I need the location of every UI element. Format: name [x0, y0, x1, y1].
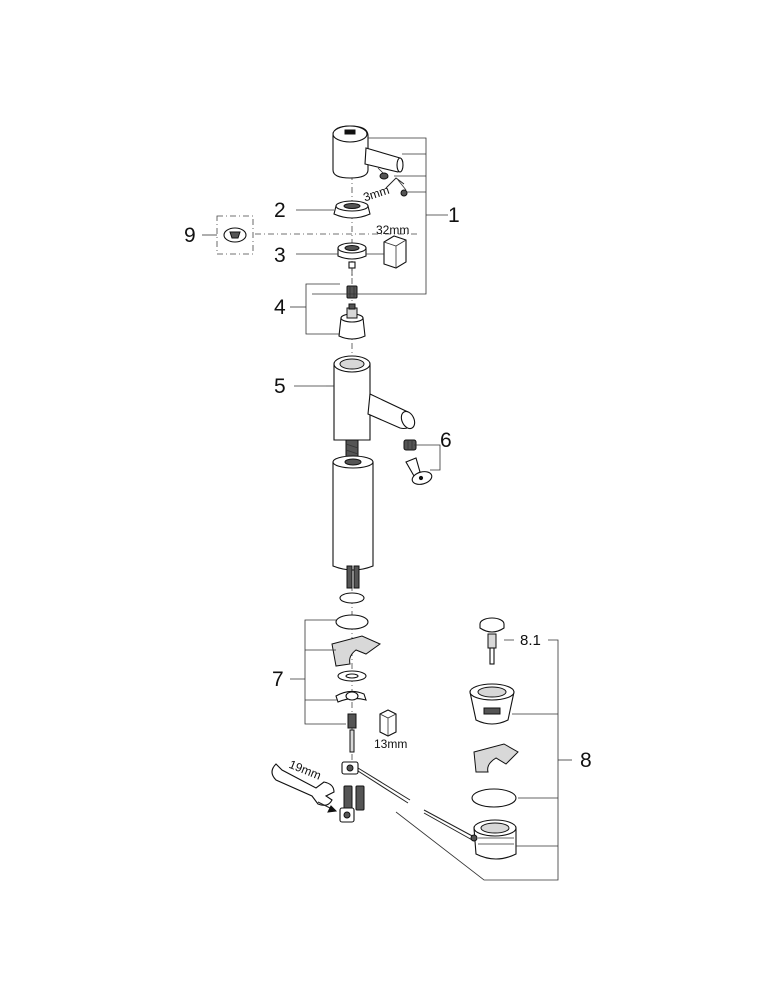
lever-handle [332, 125, 404, 179]
callout-9: 9 [184, 224, 196, 247]
socket-13mm-icon [379, 709, 397, 737]
inlet-hoses [339, 785, 365, 823]
mixer-body [326, 355, 416, 441]
waste-washer [473, 743, 519, 773]
ceramic-cartridge [338, 303, 366, 340]
callout-1: 1 [448, 204, 460, 227]
extension-shank [332, 455, 374, 571]
popup-plug [479, 617, 505, 665]
wrench-19mm-icon [271, 763, 335, 806]
grub-screw [377, 167, 389, 180]
socket-13mm-size: 13mm [374, 737, 407, 751]
waste-body [470, 819, 517, 860]
bracket-7 [290, 619, 346, 725]
callout-3: 3 [274, 244, 286, 267]
aerator-key [405, 457, 433, 485]
hex-key-icon [385, 177, 408, 197]
callout-5: 5 [274, 375, 286, 398]
bracket-1 [312, 137, 448, 295]
waste-flange [469, 683, 515, 725]
cover-ring [333, 200, 371, 219]
socket-32mm-size: 32mm [376, 223, 409, 237]
callout-8-1: 8.1 [520, 632, 541, 649]
callout-6: 6 [440, 429, 452, 452]
wrench-arrowhead [327, 805, 338, 813]
lower-flex-hoses [346, 565, 360, 589]
waste-seal [471, 788, 517, 808]
callout-8: 8 [580, 749, 592, 772]
upper-flex-hose [345, 439, 359, 459]
spindle-adapter [346, 285, 358, 299]
bracket-6 [414, 444, 441, 471]
bracket-8 [395, 639, 572, 881]
aerator [403, 439, 417, 451]
cartridge-nut [337, 242, 367, 260]
callout-2: 2 [274, 199, 286, 222]
fixing-set [331, 592, 382, 753]
callout-7: 7 [272, 668, 284, 691]
waste-lift-rod [357, 767, 477, 842]
small-screw [348, 261, 356, 276]
lever-cap-box [216, 215, 254, 255]
connection-piece [341, 761, 359, 775]
bracket-4 [290, 283, 340, 335]
hex-key-size: 3mm [361, 183, 391, 205]
socket-32mm-icon [383, 235, 407, 269]
callout-4: 4 [274, 296, 286, 319]
